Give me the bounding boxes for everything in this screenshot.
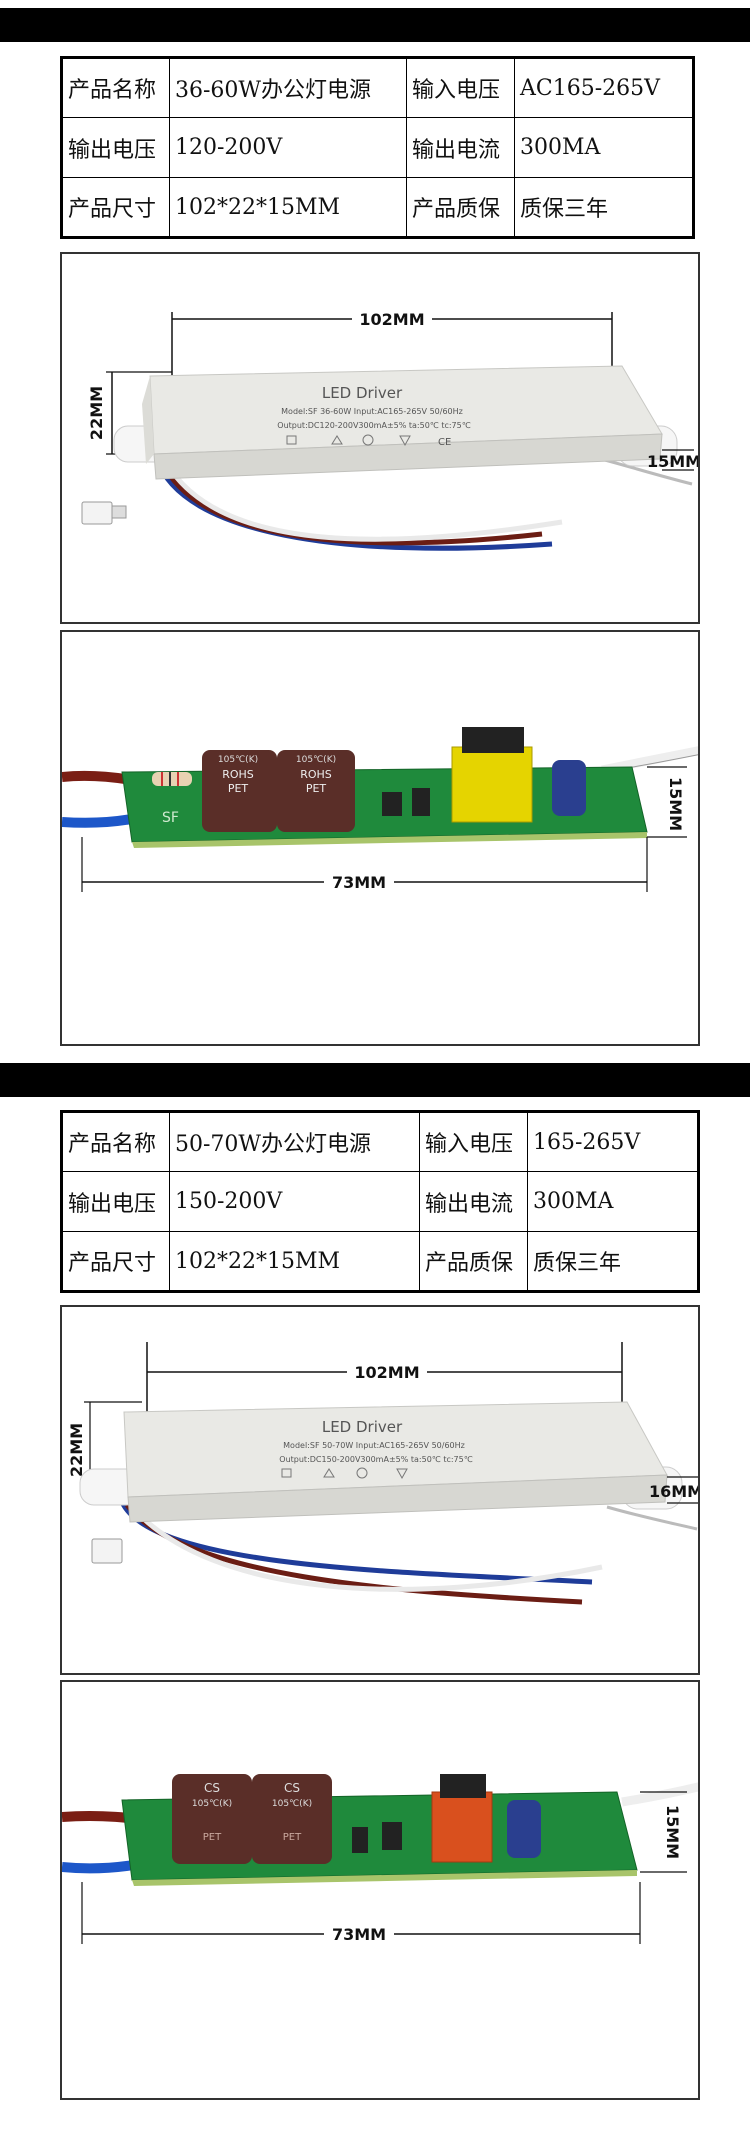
- board-silkscreen: SF: [162, 810, 179, 826]
- spec-value: AC165-265V: [514, 57, 694, 118]
- spec-label: 产品尺寸: [61, 177, 170, 238]
- spec-label: 产品尺寸: [61, 1231, 170, 1292]
- spec-value: 质保三年: [514, 177, 694, 238]
- spec-value: 300MA: [514, 117, 694, 178]
- height-dimension-label: 16MM: [649, 1482, 700, 1501]
- board-illustration: CS 105℃(K) PET CS 105℃(K) PET 73MM 15MM: [62, 1774, 698, 1946]
- spec-value: 300MA: [527, 1171, 699, 1232]
- spec-value: 120-200V: [169, 117, 407, 178]
- spec-value: 36-60W办公灯电源: [169, 57, 407, 118]
- certification-icons: [286, 434, 411, 447]
- spec-value: 165-265V: [527, 1111, 699, 1172]
- board-illustration: 105℃(K) ROHS PET 105℃(K) ROHS PET SF 73M…: [62, 727, 698, 894]
- width-dimension-label: 22MM: [87, 386, 106, 440]
- length-dimension-label: 102MM: [359, 310, 424, 329]
- spec-label: 输出电压: [61, 1171, 170, 1232]
- svg-text:CE: CE: [438, 437, 451, 448]
- capacitor-sub: PET: [203, 1832, 222, 1843]
- spec-table-2: 产品名称 50-70W办公灯电源 输入电压 165-265V 输出电压 150-…: [60, 1110, 700, 1293]
- board-length-label: 73MM: [332, 873, 386, 892]
- driver-output-line: Output:DC120-200V300mA±5% ta:50℃ tc:75℃: [277, 421, 470, 430]
- spec-row: 产品名称 50-70W办公灯电源 输入电压 165-265V: [61, 1111, 699, 1172]
- section-divider-bar: [0, 8, 750, 42]
- spec-label: 输入电压: [406, 57, 515, 118]
- spec-label: 输出电压: [61, 117, 170, 178]
- spec-row: 输出电压 150-200V 输出电流 300MA: [61, 1171, 699, 1232]
- width-dimension-label: 22MM: [67, 1423, 86, 1477]
- spec-label: 产品质保: [419, 1231, 528, 1292]
- driver-title: LED Driver: [322, 1418, 403, 1436]
- driver-model-line: Model:SF 36-60W Input:AC165-265V 50/60Hz: [281, 407, 463, 416]
- spec-label: 输出电流: [419, 1171, 528, 1232]
- board-height-label: 15MM: [663, 1805, 682, 1859]
- board-photo-panel: CS 105℃(K) PET CS 105℃(K) PET 73MM 15MM: [60, 1680, 700, 2100]
- spec-label: 输出电流: [406, 117, 515, 178]
- certification-icons: [281, 1467, 408, 1480]
- spec-value: 质保三年: [527, 1231, 699, 1292]
- board-length-label: 73MM: [332, 1925, 386, 1944]
- spec-label: 输入电压: [419, 1111, 528, 1172]
- capacitor-mark: ROHS: [300, 768, 332, 781]
- driver-illustration: 102MM 22MM LED Driver Model:SF 36-60W In…: [81, 308, 700, 551]
- capacitor-sub: PET: [228, 782, 249, 795]
- capacitor-rating: 105℃(K): [296, 755, 336, 765]
- spec-label: 产品名称: [61, 57, 170, 118]
- driver-photo-panel: 102MM 22MM LED Driver Model:SF 36-60W In…: [60, 252, 700, 624]
- driver-title: LED Driver: [322, 384, 403, 402]
- spec-label: 产品名称: [61, 1111, 170, 1172]
- driver-model-line: Model:SF 50-70W Input:AC165-265V 50/60Hz: [283, 1441, 465, 1450]
- spec-value: 50-70W办公灯电源: [169, 1111, 420, 1172]
- spec-value: 102*22*15MM: [169, 177, 407, 238]
- capacitor-rating: 105℃(K): [218, 755, 258, 765]
- spec-row: 产品尺寸 102*22*15MM 产品质保 质保三年: [61, 1231, 699, 1292]
- length-dimension-label: 102MM: [354, 1363, 419, 1382]
- capacitor-sub: PET: [306, 782, 327, 795]
- capacitor-sub: PET: [283, 1832, 302, 1843]
- spec-label: 产品质保: [406, 177, 515, 238]
- board-height-label: 15MM: [666, 777, 685, 831]
- capacitor-brand: CS: [204, 1781, 220, 1795]
- driver-illustration: 102MM 22MM LED Driver Model:SF 50-70W In…: [67, 1342, 700, 1605]
- spec-value: 150-200V: [169, 1171, 420, 1232]
- section-divider-bar: [0, 1063, 750, 1097]
- spec-row: 产品尺寸 102*22*15MM 产品质保 质保三年: [61, 177, 694, 238]
- capacitor-rating: 105℃(K): [272, 1799, 312, 1809]
- spec-table-1: 产品名称 36-60W办公灯电源 输入电压 AC165-265V 输出电压 12…: [60, 56, 695, 239]
- spec-row: 产品名称 36-60W办公灯电源 输入电压 AC165-265V: [61, 57, 694, 118]
- capacitor-brand: CS: [284, 1781, 300, 1795]
- driver-photo-panel: 102MM 22MM LED Driver Model:SF 50-70W In…: [60, 1305, 700, 1675]
- capacitor-rating: 105℃(K): [192, 1799, 232, 1809]
- spec-value: 102*22*15MM: [169, 1231, 420, 1292]
- board-photo-panel: 105℃(K) ROHS PET 105℃(K) ROHS PET SF 73M…: [60, 630, 700, 1046]
- capacitor-mark: ROHS: [222, 768, 254, 781]
- driver-output-line: Output:DC150-200V300mA±5% ta:50℃ tc:75℃: [279, 1455, 472, 1464]
- height-dimension-label: 15MM: [647, 452, 700, 471]
- spec-row: 输出电压 120-200V 输出电流 300MA: [61, 117, 694, 178]
